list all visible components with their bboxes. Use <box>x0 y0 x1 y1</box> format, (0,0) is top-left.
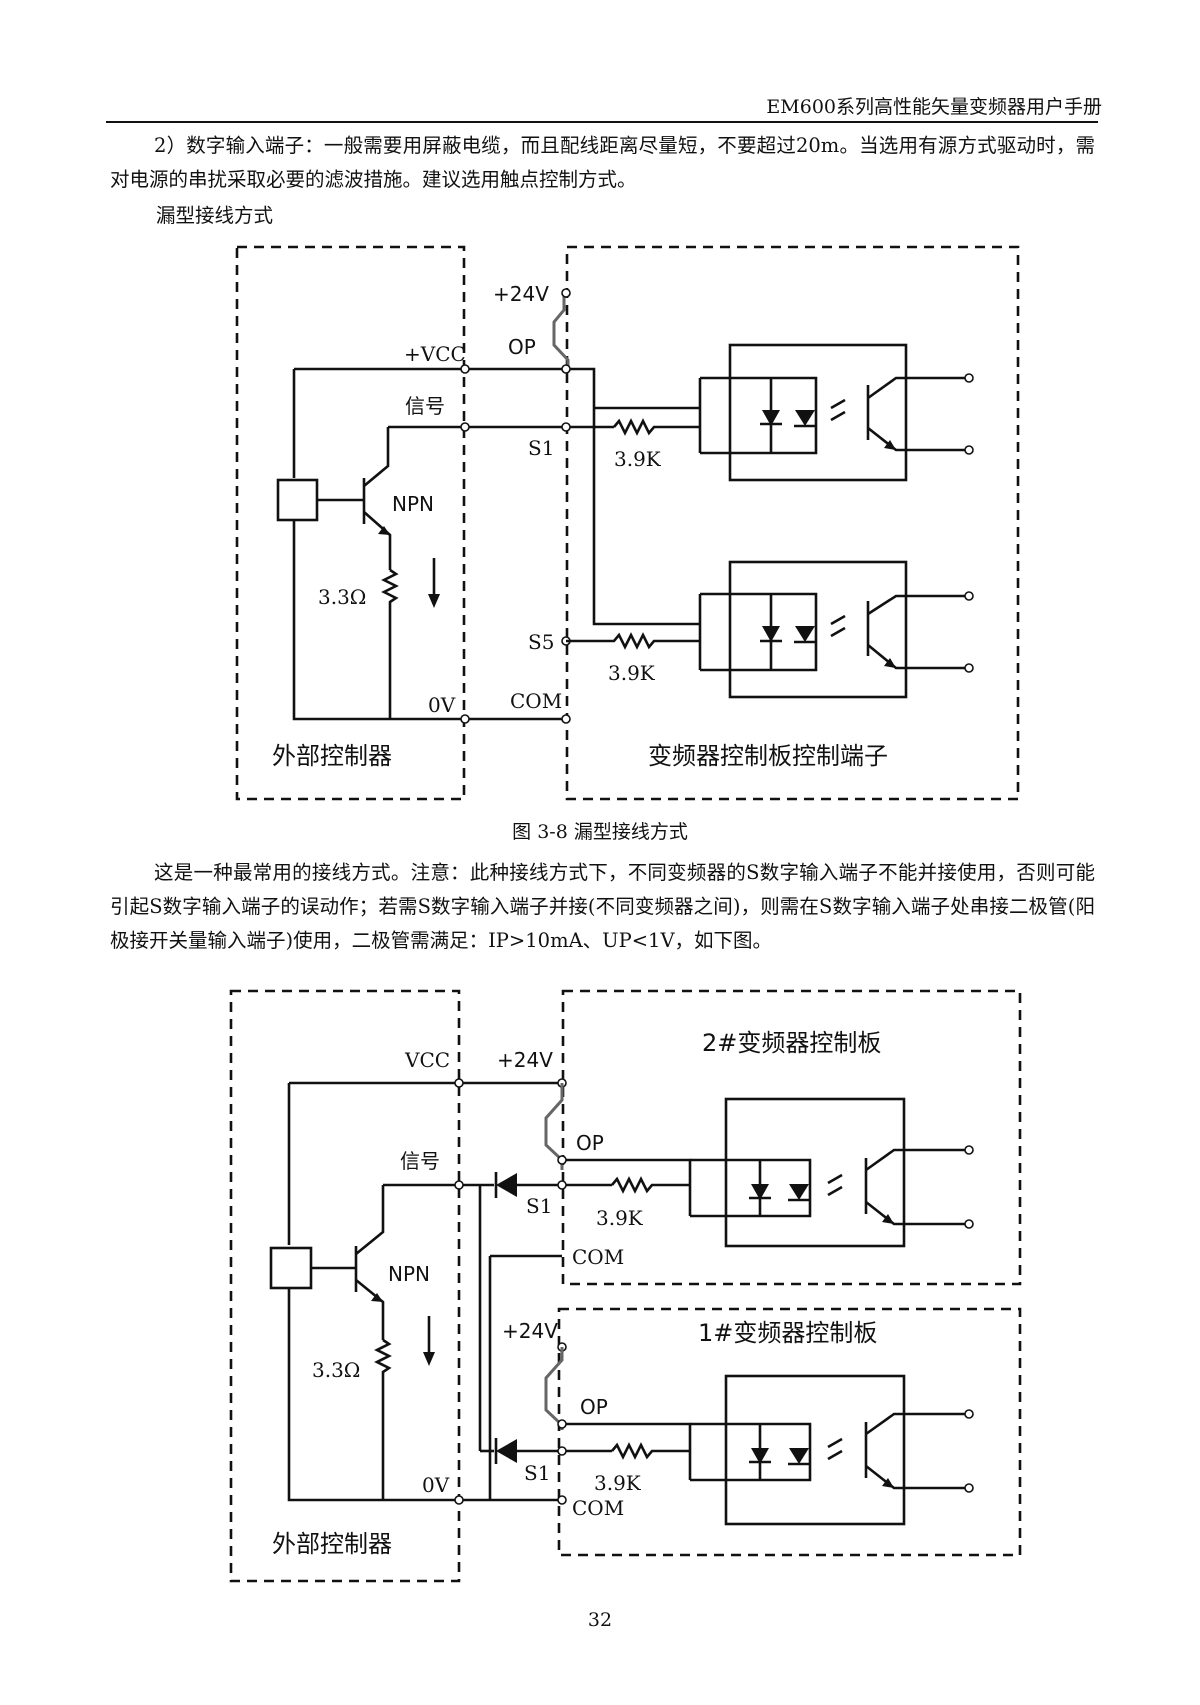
board2-box <box>561 989 1022 1286</box>
label-r2: 3.9K <box>608 661 656 685</box>
optocoupler-1 <box>698 343 974 482</box>
figure-sink-wiring-diagram: +24V OP +VCC 信号 S1 3.9K NPN 3.3Ω S5 3.9K… <box>235 245 1020 801</box>
label-inverter-board: 变频器控制板控制端子 <box>648 742 888 770</box>
label-r-emitter: 3.3Ω <box>318 585 366 609</box>
label-com-bottom: COM <box>572 1496 624 1520</box>
label-com-top: COM <box>572 1245 624 1269</box>
label-r1: 3.9K <box>614 447 662 471</box>
label-board2: 2#变频器控制板 <box>702 1029 881 1057</box>
paragraph-digital-input: 2）数字输入端子：一般需要用屏蔽电缆，而且配线距离尽量短，不要超过20m。当选用… <box>110 134 1095 191</box>
label-npn: NPN <box>392 492 434 516</box>
optocoupler-board2 <box>690 1097 974 1248</box>
board1-box <box>557 1307 1022 1557</box>
label-board1: 1#变频器控制板 <box>698 1319 877 1347</box>
label-com: COM <box>510 689 562 713</box>
optocoupler-board1 <box>690 1374 974 1526</box>
header-rule <box>106 121 1098 123</box>
manual-title: EM600系列高性能矢量变频器用户手册 <box>766 96 1102 118</box>
label-signal: 信号 <box>405 394 445 418</box>
label-plus24v-top: +24V <box>497 1048 553 1072</box>
label-signal-2: 信号 <box>400 1149 440 1173</box>
label-s1-bottom: S1 <box>524 1461 550 1485</box>
label-0v-2: 0V <box>422 1473 450 1497</box>
label-r-emitter-2: 3.3Ω <box>312 1358 360 1382</box>
label-op-bottom: OP <box>580 1395 608 1419</box>
label-r-bottom: 3.9K <box>594 1471 642 1495</box>
label-0v: 0V <box>428 693 456 717</box>
label-external-controller-2: 外部控制器 <box>272 1530 392 1558</box>
figure-caption: 图 3-8 漏型接线方式 <box>512 821 688 843</box>
label-op-top: OP <box>576 1131 604 1155</box>
label-external-controller: 外部控制器 <box>272 742 392 770</box>
label-vcc: +VCC <box>404 342 466 366</box>
label-op: OP <box>508 335 536 359</box>
page-number: 32 <box>587 1609 613 1631</box>
inverter-board-box <box>565 245 1020 801</box>
label-s1: S1 <box>528 436 554 460</box>
section-heading-sink-wiring: 漏型接线方式 <box>156 204 274 227</box>
paragraph-parallel-note: 这是一种最常用的接线方式。注意：此种接线方式下，不同变频器的S数字输入端子不能并… <box>110 861 1095 952</box>
label-plus24v-bottom: +24V <box>502 1319 558 1343</box>
label-r-top: 3.9K <box>596 1206 644 1230</box>
label-plus24v: +24V <box>493 282 549 306</box>
figure-parallel-diode-wiring: VCC +24V 2#变频器控制板 OP 信号 S1 3.9K COM NPN … <box>229 989 1022 1583</box>
optocoupler-2 <box>698 560 974 699</box>
external-controller-box <box>235 245 466 801</box>
label-vcc-2: VCC <box>404 1048 450 1072</box>
label-npn-2: NPN <box>388 1262 430 1286</box>
label-s5: S5 <box>528 630 554 654</box>
label-s1-top: S1 <box>526 1194 552 1218</box>
